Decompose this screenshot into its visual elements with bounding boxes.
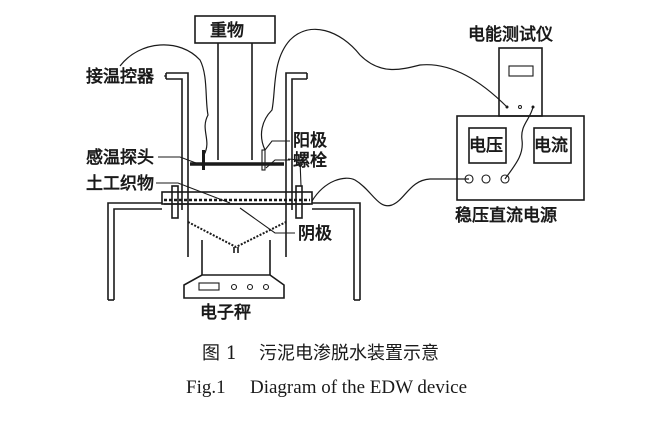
anode-label: 阳极 (293, 131, 327, 151)
cathode-label: 阴极 (298, 224, 332, 244)
leader-lines (156, 75, 302, 234)
caption-cn-text: 污泥电渗脱水装置示意 (259, 343, 439, 364)
bolt-right (295, 185, 303, 219)
wires (119, 28, 534, 207)
weight-block (194, 15, 276, 160)
caption-en-text: Diagram of the EDW device (250, 377, 467, 398)
temp-controller-label: 接温控器 (86, 66, 155, 87)
energy-meter-label: 电能测试仪 (468, 24, 554, 45)
flange-assembly (161, 191, 313, 205)
funnel (187, 221, 287, 253)
dc-power-supply-label: 稳压直流电源 (455, 205, 557, 226)
electronic-scale (183, 240, 285, 299)
temp-probe-label: 感温探头 (86, 147, 154, 168)
caption-cn-number: 图 1 (202, 343, 237, 364)
anode-plate (190, 149, 284, 171)
voltage-label: 电压 (469, 135, 503, 156)
weight-label: 重物 (210, 20, 244, 41)
current-label: 电流 (534, 135, 568, 156)
bolt-label: 螺栓 (293, 150, 327, 171)
cylinder-container (165, 72, 308, 257)
scale-label: 电子秤 (200, 302, 251, 323)
caption-en-number: Fig.1 (186, 377, 226, 398)
dc-power-supply (456, 115, 585, 201)
support-frame (107, 202, 361, 301)
geotextile-label: 土工织物 (86, 173, 154, 194)
bolt-left (171, 185, 179, 219)
